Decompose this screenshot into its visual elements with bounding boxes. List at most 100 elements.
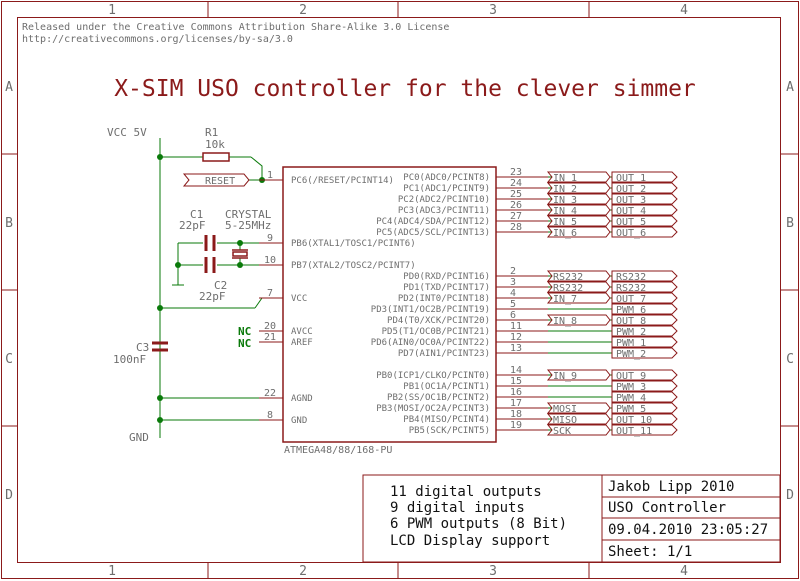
net-label-box [546,281,611,293]
output-connector [611,424,678,436]
net-label-box [546,215,611,227]
output-connector [611,171,678,183]
net-label-box [546,413,611,425]
title-block-author: Jakob Lipp 2010 [608,479,734,495]
output-connector-label: PWM_2 [616,349,646,360]
output-connector [611,193,678,205]
output-connector-label: OUT_11 [616,426,652,437]
row-label: A [5,80,13,95]
license-line-2: http://creativecommons.org/licenses/by-s… [22,34,293,45]
ic-pin-number: 18 [510,409,522,420]
column-label: 4 [680,3,688,18]
ic-pin-number: 27 [510,211,522,222]
row-label: C [5,352,13,367]
output-connector [611,402,678,414]
column-label: 2 [299,3,307,18]
ic-pin-name: PC0(ADC0/PCINT8) [403,173,490,183]
net-label: IN_6 [553,228,577,239]
ic-pin-number: 26 [510,200,522,211]
net-label: MISO [553,415,577,426]
ic-pin-number: 25 [510,189,522,200]
ic-pin-number: 12 [510,332,522,343]
title-block-sheet: Sheet: 1/1 [608,544,692,560]
ic-pin-name: PB5(SCK/PCINT5) [409,426,490,436]
feature-line: 9 digital inputs [390,500,525,516]
ic-pin-name: PD7(AIN1/PCINT23) [398,349,490,359]
output-connector-label: OUT_8 [616,316,646,327]
output-connector [611,336,678,348]
ic-pin-name: PC4(ADC4/SDA/PCINT12) [376,217,490,227]
ic-pin-name: PB1(OC1A/PCINT1) [403,382,490,392]
ic-pin-number: 1 [267,170,273,181]
license-line-1: Released under the Creative Commons Attr… [22,22,449,33]
frame-column-labels: 1 2 3 4 1 2 3 4 [108,3,688,579]
schematic-title: X-SIM USO controller for the clever simm… [114,76,696,102]
row-label: D [786,488,794,503]
ic-pin-number: 17 [510,398,522,409]
net-label-box [546,270,611,282]
output-connector [611,204,678,216]
output-connector-label: OUT_7 [616,294,646,305]
ic-body [282,166,497,443]
row-label: B [5,216,13,231]
ic-pin-number: 10 [264,255,276,266]
output-connector [611,391,678,403]
ic-pin-name: PC2(ADC2/PCINT10) [398,195,490,205]
output-connector [611,369,678,381]
row-label: A [786,80,794,95]
output-connector-label: RS232 [616,272,646,283]
output-connector-label: OUT_1 [616,173,646,184]
net-label: IN_9 [553,371,577,382]
ic-pin-number: 22 [264,388,276,399]
output-connector [611,226,678,238]
output-connector-label: OUT_4 [616,206,646,217]
capacitor-c2-symbol [204,257,216,273]
ic-pin-number: 24 [510,178,522,189]
net-label: RS232 [553,283,583,294]
resistor-r1-value: 10k [205,138,225,151]
ic-pin-name: PC5(ADC5/SCL/PCINT13) [376,228,490,238]
reset-net-label [182,173,250,187]
ic-pin-number: 3 [510,277,516,288]
net-label-box [546,226,611,238]
ic-pin-number: 20 [264,321,276,332]
gnd-label: GND [129,431,149,444]
column-label: 1 [108,564,116,579]
output-connector-label: OUT_9 [616,371,646,382]
crystal-name: CRYSTAL [225,208,272,221]
ic-pin-name: PD0(RXD/PCINT16) [403,272,490,282]
capacitor-c1-symbol [204,235,216,251]
ic-pin-name: PC6(/RESET/PCINT14) [291,176,394,186]
output-connector-label: OUT_3 [616,195,646,206]
output-connector-label: PWM_1 [616,338,646,349]
ic-pin-name: PC3(ADC3/PCINT11) [398,206,490,216]
output-connector-label: PWM_2 [616,327,646,338]
row-label: D [5,488,13,503]
ic-pin-number: 6 [510,310,516,321]
feature-line: 6 PWM outputs (8 Bit) [390,516,567,532]
nc-avcc-marker: NC [238,325,251,338]
ic-pin-number: 2 [510,266,516,277]
capacitor-c2-value: 22pF [199,290,226,303]
ic-pin-name: AVCC [291,327,313,337]
feature-line: 11 digital outputs [390,484,542,500]
output-connector [611,325,678,337]
ic-pin-name: PB4(MISO/PCINT4) [403,415,490,425]
row-label: C [786,352,794,367]
net-label: RS232 [553,272,583,283]
net-label-box [546,171,611,183]
column-label: 4 [680,564,688,579]
ic-part-name: ATMEGA48/88/168-PU [284,445,392,456]
ic-pin-name: PB3(MOSI/OC2A/PCINT3) [376,404,490,414]
output-connector-label: RS232 [616,283,646,294]
reset-label-text: RESET [205,176,235,187]
capacitor-c3-symbol [152,341,168,352]
net-label-box [546,314,611,326]
ic-pin-name: PB7(XTAL2/TOSC2/PCINT7) [291,261,416,271]
resistor-r1-symbol [202,152,230,162]
capacitor-c3-value: 100nF [113,353,146,366]
ic-pin-name: AREF [291,338,313,348]
net-label: IN_2 [553,184,577,195]
net-label: SCK [553,426,571,437]
